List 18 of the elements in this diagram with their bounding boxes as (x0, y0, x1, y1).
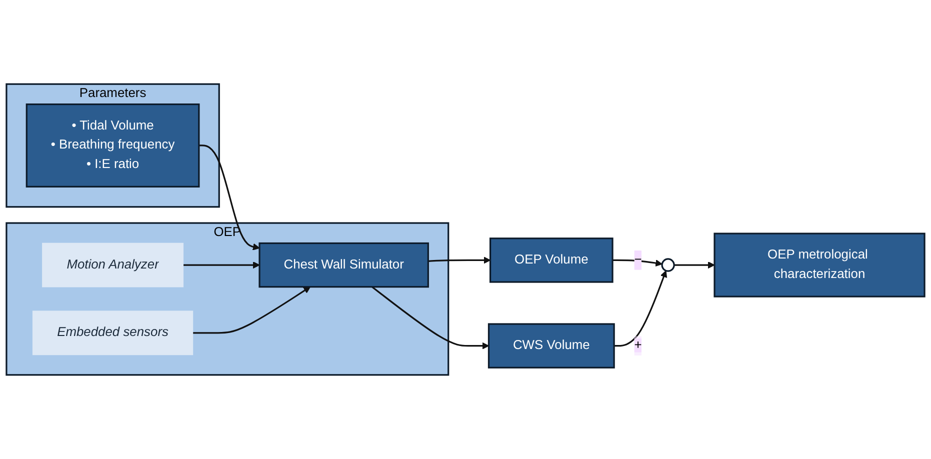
arrow (198, 144, 260, 250)
edge-label: − (634, 252, 642, 267)
edge-label: + (634, 338, 642, 352)
node-circle (661, 258, 675, 272)
arrow (428, 256, 491, 264)
arrow (372, 286, 490, 350)
node-box: OEP metrological characterization (714, 232, 926, 298)
node-box: CWS Volume (488, 323, 615, 368)
arrow (183, 262, 260, 269)
arrow (614, 270, 668, 347)
node-box: Motion Analyzer (42, 242, 184, 288)
arrow (674, 262, 715, 269)
arrow (612, 259, 662, 267)
node-box: • Tidal Volume • Breathing frequency • I:E ratio (26, 103, 200, 188)
arrow (192, 286, 311, 334)
node-box: OEP Volume (489, 238, 614, 283)
node-box: Chest Wall Simulator (258, 242, 429, 288)
node-box: Embedded sensors (32, 310, 194, 356)
